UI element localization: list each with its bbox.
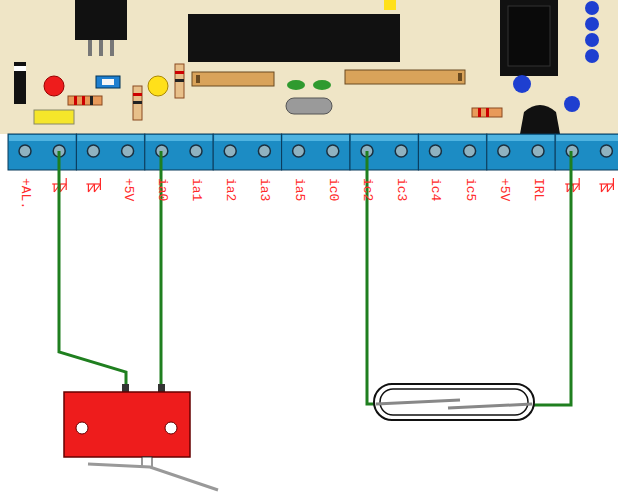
pin-label: +AL. <box>18 178 32 209</box>
pin-label: ia5 <box>292 178 306 201</box>
pin-label: ic3 <box>394 178 408 201</box>
terminal-screw <box>258 145 270 157</box>
regulator <box>75 0 127 40</box>
capacitor <box>513 75 531 93</box>
pin-label: ic2 <box>360 178 374 201</box>
terminal-screw <box>532 145 544 157</box>
ground-symbol <box>86 178 100 192</box>
pin-label: ia3 <box>257 178 271 201</box>
pin-label: ic5 <box>463 178 477 201</box>
terminal-screw <box>293 145 305 157</box>
terminal-block-section <box>487 134 555 170</box>
pcb <box>0 0 618 134</box>
terminal-block-section <box>418 134 486 170</box>
connector <box>500 0 558 76</box>
resistor <box>68 96 102 105</box>
terminal-block-section <box>8 134 76 170</box>
terminal-screw <box>87 145 99 157</box>
capacitor <box>34 110 74 124</box>
terminal-screw <box>498 145 510 157</box>
yellow-led <box>148 76 168 96</box>
wires <box>59 151 571 405</box>
pin-label: ic0 <box>326 178 340 201</box>
microswitch <box>64 384 218 490</box>
pin-label: IRL <box>531 178 545 201</box>
capacitor <box>564 96 580 112</box>
terminal-block-section <box>282 134 350 170</box>
terminal-screw <box>464 145 476 157</box>
terminal-block-section <box>555 134 618 170</box>
red-led <box>44 76 64 96</box>
capacitor <box>313 80 331 90</box>
header-strip <box>345 70 465 84</box>
ground-symbol <box>599 178 613 192</box>
resistor <box>133 86 142 120</box>
terminal-block-section <box>145 134 213 170</box>
terminal-block-section <box>76 134 144 170</box>
pin-label: ia2 <box>223 178 237 201</box>
terminal-screw <box>327 145 339 157</box>
pin-label: ia1 <box>189 178 203 201</box>
terminal-screw <box>600 145 612 157</box>
terminal-screw <box>395 145 407 157</box>
pin-label: +5V <box>121 178 135 201</box>
pin-label: ia0 <box>155 178 169 201</box>
resistor <box>472 108 502 117</box>
capacitor <box>14 62 26 104</box>
terminal-block-section <box>213 134 281 170</box>
pin-label: ic4 <box>428 178 442 201</box>
terminal-screw <box>429 145 441 157</box>
jumper <box>96 76 120 88</box>
terminal-block <box>8 134 618 170</box>
terminal-screw <box>122 145 134 157</box>
microcontroller <box>188 14 400 62</box>
reed-switch <box>374 384 534 420</box>
terminal-screw <box>190 145 202 157</box>
crystal <box>286 98 332 114</box>
resistor <box>175 64 184 98</box>
terminal-screw <box>224 145 236 157</box>
terminal-block-section <box>350 134 418 170</box>
terminal-screw <box>19 145 31 157</box>
capacitor <box>287 80 305 90</box>
pin-label: +5V <box>497 178 511 201</box>
header-strip <box>192 72 274 86</box>
ir-receiver <box>520 105 560 134</box>
